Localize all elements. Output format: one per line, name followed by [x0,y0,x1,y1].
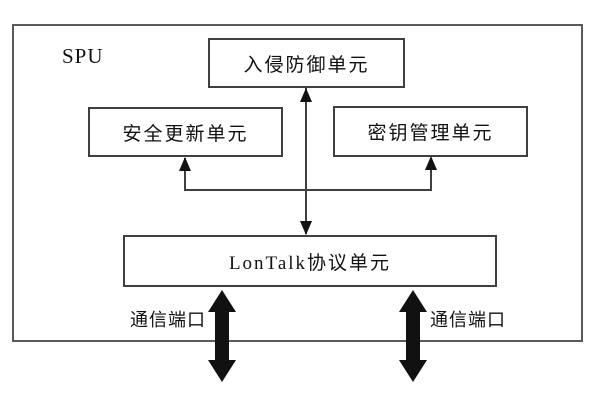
connector-branch-horizontal-line [184,189,432,191]
spu-container-box [12,24,583,342]
connector-right-riser-line [430,158,432,191]
connector-center-vertical-line [305,88,307,234]
comm-port-double-arrow-right-icon [399,290,427,382]
arrowhead-up-to-intrusion-icon [300,88,312,102]
spu-container-label: SPU [62,44,104,68]
comm-port-label-left: 通信端口 [130,310,206,330]
node-key-label: 密钥管理单元 [367,123,494,144]
connector-left-riser-line [184,158,186,191]
arrowhead-up-to-update-icon [179,157,191,171]
arrowhead-down-to-lontalk-icon [300,221,312,235]
comm-port-double-arrow-left-icon [208,290,236,382]
comm-port-label-right: 通信端口 [430,310,506,330]
node-intrusion-prevention-unit: 入侵防御单元 [208,38,405,88]
node-intrusion-label: 入侵防御单元 [243,54,370,76]
node-update-label: 安全更新单元 [122,123,249,145]
node-security-update-unit: 安全更新单元 [88,107,283,157]
node-lontalk-protocol-unit: LonTalk协议单元 [123,235,497,287]
arrowhead-up-to-key-icon [425,156,437,170]
node-key-management-unit: 密钥管理单元 [333,106,528,157]
node-lontalk-label: LonTalk协议单元 [228,252,392,274]
